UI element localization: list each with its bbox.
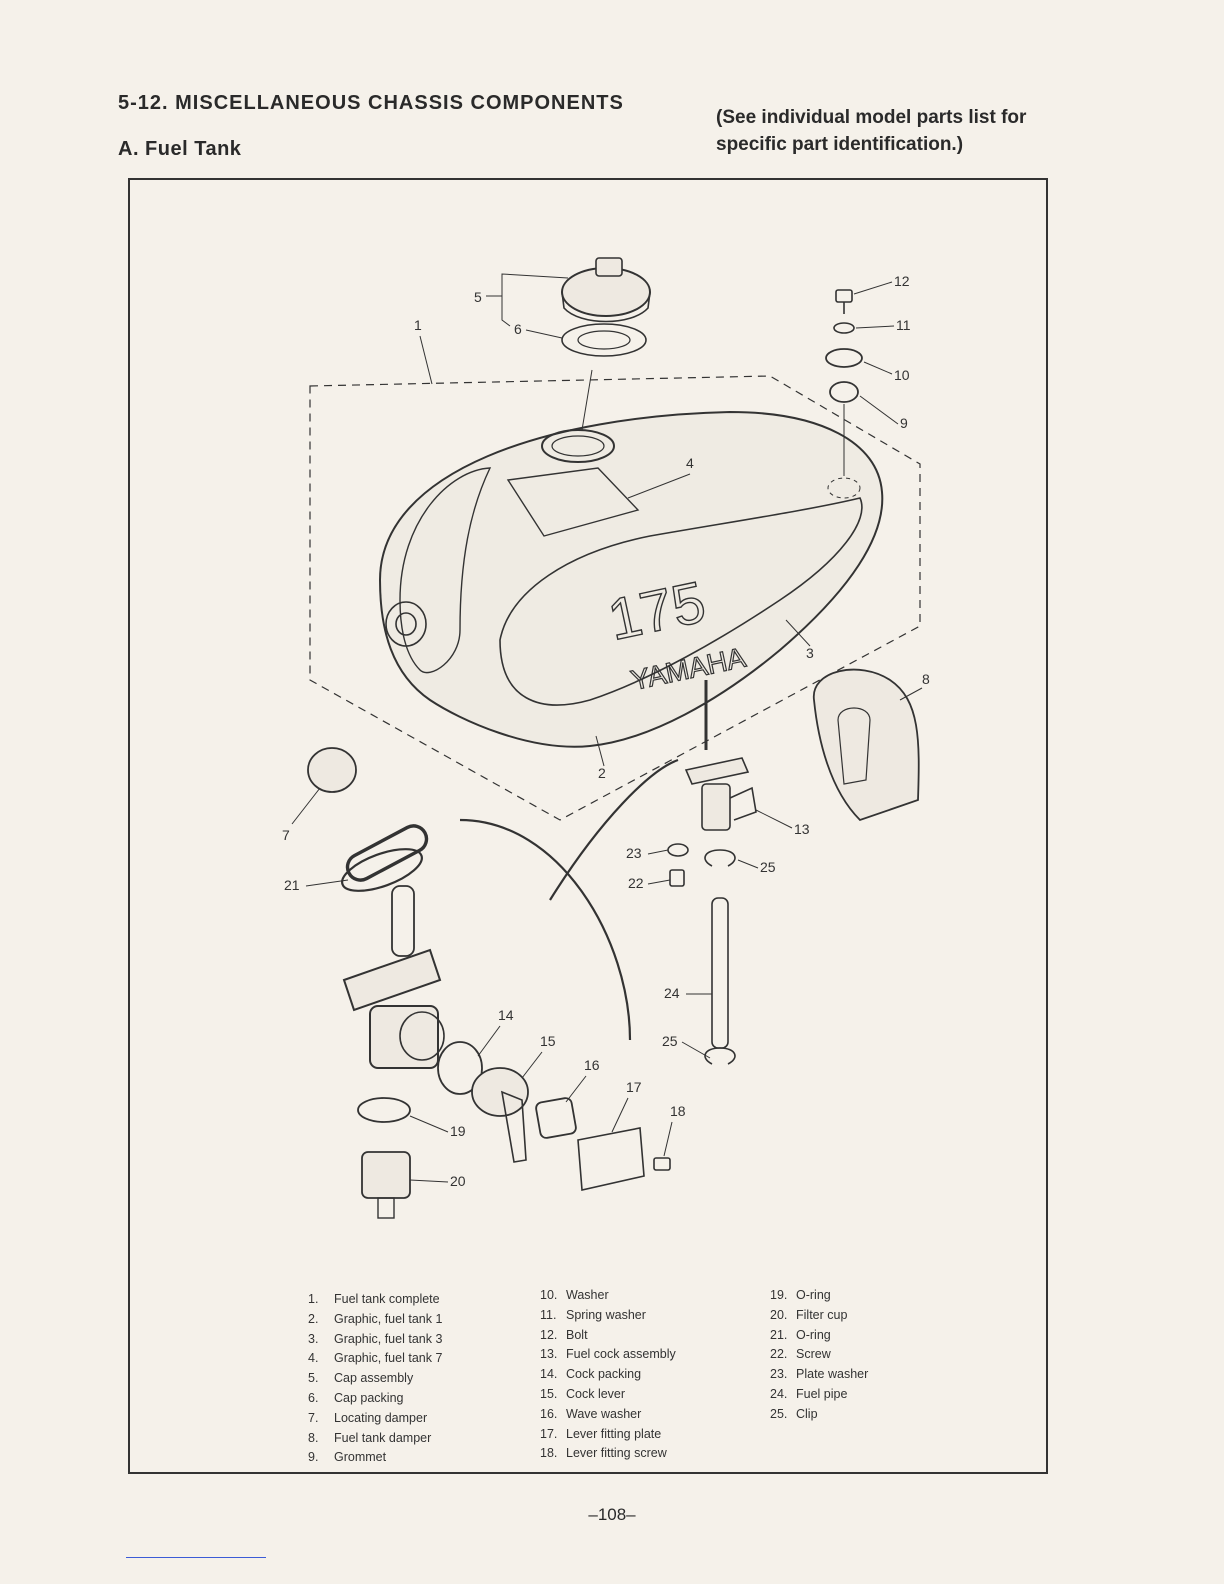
- callout-1: 1: [414, 317, 422, 333]
- legend-item: 12.Bolt: [540, 1327, 588, 1342]
- plate-washer: [667, 843, 689, 857]
- legend-item: 2.Graphic, fuel tank 1: [308, 1311, 443, 1326]
- cap-assembly: [561, 257, 651, 357]
- locating-boss: [385, 601, 427, 647]
- legend-item: 14.Cock packing: [540, 1367, 642, 1382]
- legend-item: 17.Lever fitting plate: [540, 1426, 662, 1441]
- legend-item: 19.O-ring: [770, 1288, 831, 1302]
- callout-14: 14: [498, 1007, 514, 1023]
- clip-lower: [704, 1047, 736, 1065]
- legend-item: 6.Cap packing: [308, 1390, 404, 1405]
- fuel-tank-exploded-diagram: 175 YAMAHA: [282, 257, 930, 1219]
- legend-item: 4.Graphic, fuel tank 7: [308, 1351, 443, 1366]
- callout-17: 17: [626, 1079, 642, 1095]
- tank-outline-dashed: [309, 375, 921, 821]
- page-number: –108–: [588, 1505, 636, 1524]
- callout-4: 4: [686, 455, 694, 471]
- callout-16: 16: [584, 1057, 600, 1073]
- fuel-tank-body: [378, 410, 884, 748]
- callout-25-upper: 25: [760, 859, 776, 875]
- fuel-cock-exploded: [341, 848, 671, 1219]
- callout-18: 18: [670, 1103, 686, 1119]
- note-line-1: (See individual model parts list for: [716, 107, 1027, 128]
- legend-item: 21.O-ring: [770, 1327, 831, 1342]
- legend-item: 11.Spring washer: [540, 1307, 646, 1322]
- legend-column-1: 1.Fuel tank complete 2.Graphic, fuel tan…: [308, 1290, 442, 1468]
- callout-24: 24: [664, 985, 680, 1001]
- callout-11: 11: [896, 317, 911, 333]
- legend-column-2: 10.Washer 11.Spring washer 12.Bolt 13.Fu…: [540, 1286, 676, 1464]
- legend-item: 24.Fuel pipe: [770, 1386, 848, 1401]
- callout-23: 23: [626, 845, 642, 861]
- legend-item: 20.Filter cup: [770, 1307, 848, 1322]
- callout-10: 10: [894, 367, 910, 383]
- callout-9: 9: [900, 415, 908, 431]
- legend-item: 13.Fuel cock assembly: [540, 1347, 676, 1362]
- legend-item: 22.Screw: [770, 1347, 831, 1362]
- side-graphic-panel: [499, 497, 863, 706]
- legend-item: 18.Lever fitting screw: [540, 1446, 667, 1461]
- callout-21: 21: [284, 877, 300, 893]
- sub-title: A. Fuel Tank: [118, 138, 242, 160]
- mount-hardware: [825, 289, 863, 499]
- note-line-2: specific part identification.): [716, 134, 964, 155]
- bottom-rule: [126, 1557, 266, 1558]
- fuel-tank-damper: [813, 668, 920, 822]
- parts-list-note: (See individual model parts list for spe…: [716, 104, 1056, 158]
- legend-item: 16.Wave washer: [540, 1406, 642, 1421]
- legend-item: 9.Grommet: [308, 1450, 387, 1465]
- fuel-pipe: [711, 897, 729, 1049]
- locating-damper: [307, 747, 357, 793]
- top-graphic-panel: [506, 467, 640, 537]
- screw: [669, 869, 685, 887]
- filler-neck: [541, 429, 615, 463]
- tank-knee-recess: [399, 467, 492, 674]
- legend-item: 8.Fuel tank damper: [308, 1430, 432, 1445]
- callout-8: 8: [922, 671, 930, 687]
- legend-column-3: 19.O-ring 20.Filter cup 21.O-ring 22.Scr…: [770, 1286, 868, 1425]
- callout-13: 13: [794, 821, 810, 837]
- legend-item: 10.Washer: [540, 1288, 609, 1302]
- callout-2: 2: [598, 765, 606, 781]
- callout-6: 6: [514, 321, 522, 337]
- section-title: 5-12. MISCELLANEOUS CHASSIS COMPONENTS: [118, 92, 624, 114]
- callout-19: 19: [450, 1123, 466, 1139]
- legend-item: 23.Plate washer: [770, 1367, 869, 1382]
- diagram-frame: 175 YAMAHA: [128, 178, 1048, 1474]
- callout-12: 12: [894, 273, 910, 289]
- callout-15: 15: [540, 1033, 556, 1049]
- legend-item: 5.Cap assembly: [308, 1371, 414, 1386]
- fuel-cock-assembly: [684, 680, 757, 831]
- legend-item: 1.Fuel tank complete: [308, 1292, 440, 1306]
- callout-5: 5: [474, 289, 482, 305]
- legend-item: 7.Locating damper: [308, 1410, 428, 1425]
- callout-7: 7: [282, 827, 290, 843]
- callout-3: 3: [806, 645, 814, 661]
- callout-22: 22: [628, 875, 644, 891]
- legend-item: 25.Clip: [770, 1406, 818, 1421]
- detail-arrow: [459, 818, 632, 1041]
- callout-25-lower: 25: [662, 1033, 678, 1049]
- legend-item: 15.Cock lever: [540, 1386, 626, 1401]
- callout-20: 20: [450, 1173, 466, 1189]
- o-ring-gasket: [345, 824, 429, 882]
- legend-item: 3.Graphic, fuel tank 3: [308, 1331, 443, 1346]
- clip-upper: [704, 849, 736, 867]
